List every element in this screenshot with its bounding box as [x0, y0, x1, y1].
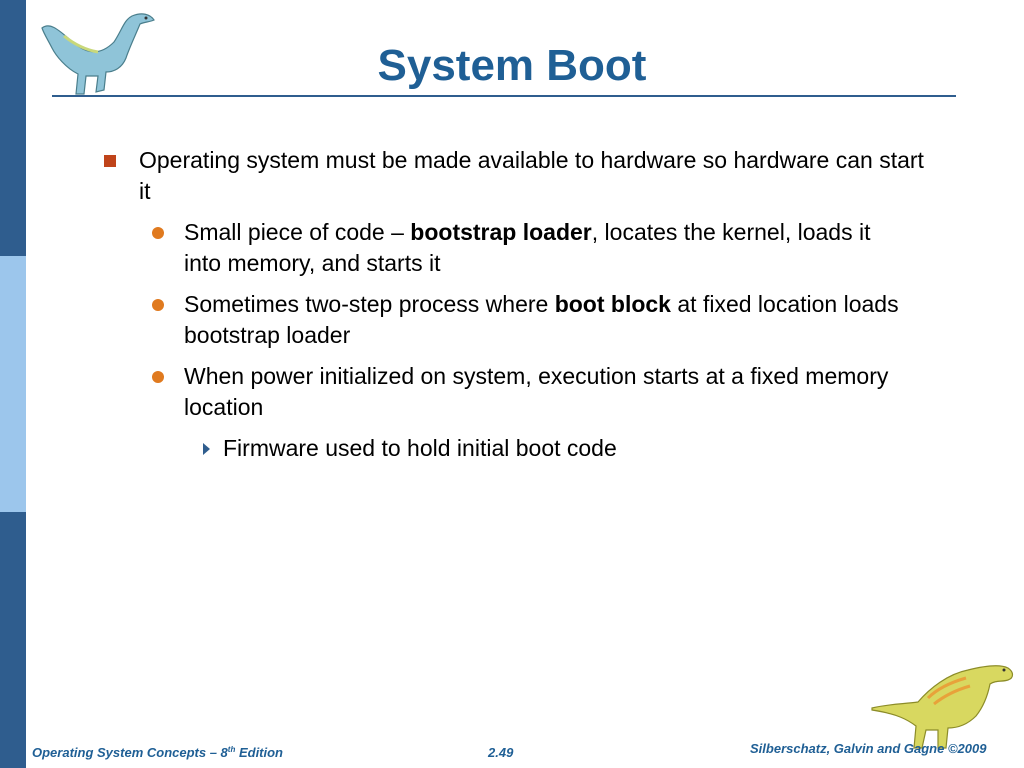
- title-divider: [52, 95, 956, 97]
- bullet-text: When power initialized on system, execut…: [184, 363, 889, 420]
- dot-bullet-icon: [152, 299, 164, 311]
- sidebar-dark-top: [0, 0, 26, 256]
- bullet-text: Firmware used to hold initial boot code: [223, 435, 617, 461]
- bullet-text: , locates the kernel, loads it into memo…: [184, 219, 871, 276]
- bullet-bold-term: boot block: [554, 291, 671, 317]
- bullet-level2: When power initialized on system, execut…: [184, 361, 904, 423]
- dot-bullet-icon: [152, 227, 164, 239]
- sidebar-light-middle: [0, 256, 26, 512]
- bullet-text: at fixed location loads bootstrap loader: [184, 291, 899, 348]
- bullet-text: Sometimes two-step process where: [184, 291, 555, 317]
- triangle-bullet-icon: [203, 443, 210, 455]
- bullet-level2: Small piece of code – bootstrap loader, …: [184, 217, 904, 279]
- footer-authors: Silberschatz, Galvin and Gagne ©2009: [750, 741, 987, 756]
- footer-text: Operating System Concepts – 8: [32, 745, 228, 760]
- footer-superscript: th: [227, 745, 236, 754]
- dinosaur-logo-top-icon: [41, 13, 155, 95]
- square-bullet-icon: [104, 155, 116, 167]
- slide-title: System Boot: [377, 41, 647, 90]
- bullet-level1: Operating system must be made available …: [139, 145, 939, 207]
- bullet-level2: Sometimes two-step process where boot bl…: [184, 289, 924, 351]
- bullet-text: Operating system must be made available …: [139, 147, 924, 204]
- bullet-text: Small piece of code –: [184, 219, 411, 245]
- bullet-level3: Firmware used to hold initial boot code: [223, 433, 923, 464]
- footer-text: Edition: [235, 745, 284, 760]
- bullet-bold-term: bootstrap loader: [410, 219, 592, 245]
- footer-page-number: 2.49: [488, 745, 514, 760]
- sidebar-dark-bottom: [0, 512, 26, 768]
- footer-book-title: Operating System Concepts – 8th Edition: [32, 745, 283, 760]
- dot-bullet-icon: [152, 371, 164, 383]
- dinosaur-logo-bottom-icon: [871, 665, 1014, 749]
